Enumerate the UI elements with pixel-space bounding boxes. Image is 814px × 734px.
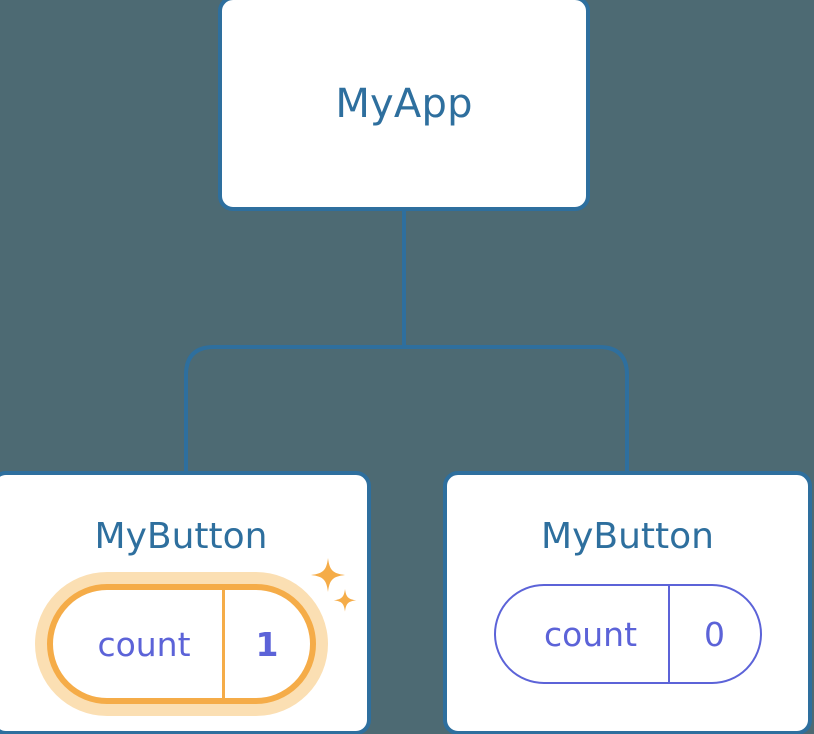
node-card-myapp[interactable]: MyApp	[218, 0, 590, 211]
node-title-myapp: MyApp	[335, 80, 473, 127]
state-value-left: 1	[255, 624, 279, 664]
node-card-mybutton-right[interactable]: MyButton count 0	[443, 471, 812, 734]
connector-branch-left	[184, 345, 404, 474]
state-pill-wrapper-left: count 1	[34, 558, 356, 716]
node-title-mybutton-left: MyButton	[94, 516, 268, 557]
state-pill-right[interactable]: count 0	[493, 584, 762, 684]
state-key-right: count	[496, 586, 670, 682]
connector-branch-right	[404, 345, 629, 474]
state-key-left: count	[53, 590, 225, 698]
state-pill-left[interactable]: count 1	[46, 584, 316, 704]
sparkle-icon-small	[333, 589, 356, 612]
state-pill-wrapper-right: count 0	[493, 584, 762, 684]
node-card-mybutton-left[interactable]: MyButton count 1	[0, 471, 371, 734]
sparkle-icon-large	[310, 558, 345, 592]
node-title-mybutton-right: MyButton	[541, 516, 714, 557]
state-value-right: 0	[704, 614, 725, 654]
